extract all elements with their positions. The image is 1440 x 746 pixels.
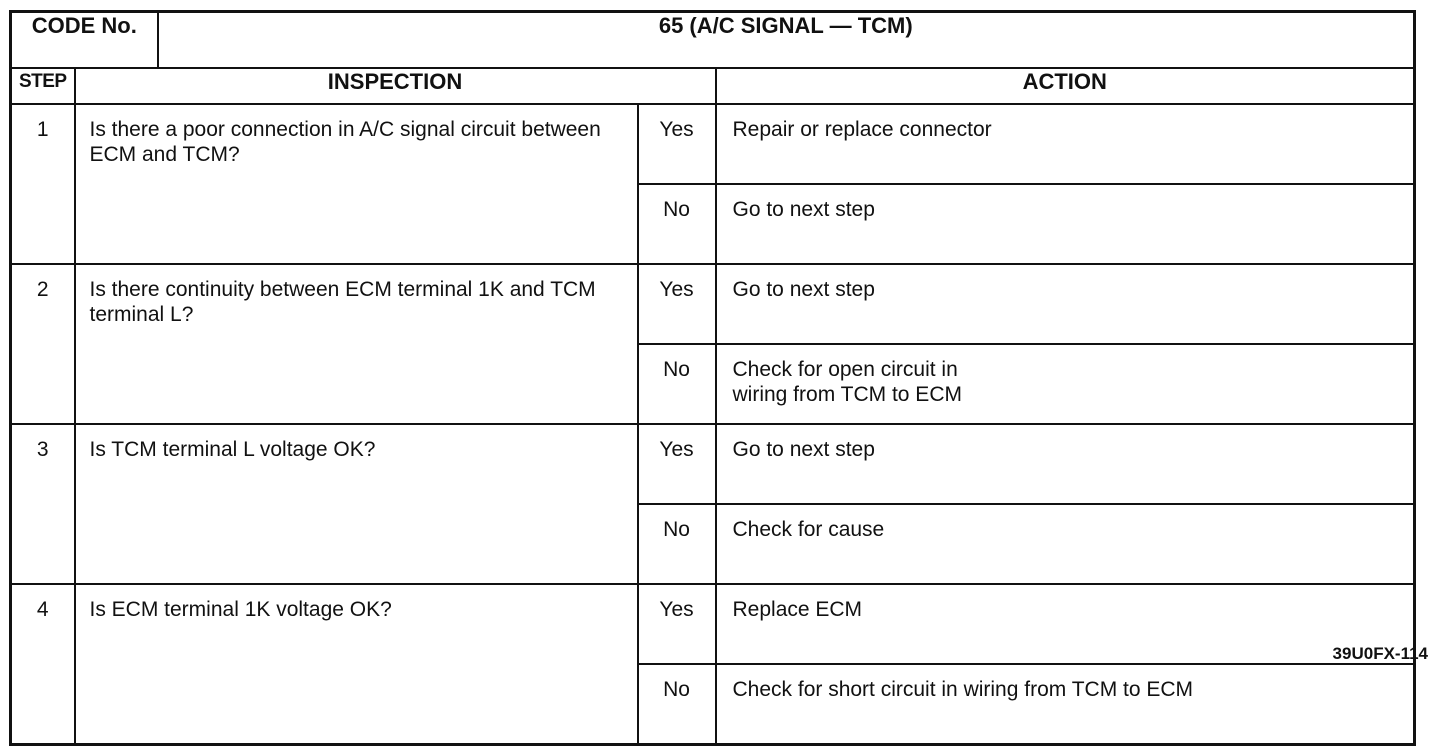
step-row-yes: 1 Is there a poor connection in A/C sign… — [9, 103, 1416, 265]
yes-action: Repair or replace connector — [714, 103, 1416, 185]
no-label: No — [636, 663, 717, 746]
inspection-text: Is TCM terminal L voltage OK? — [73, 423, 639, 585]
no-label: No — [636, 183, 717, 265]
inspection-text: Is there continuity between ECM terminal… — [73, 263, 639, 425]
step-row-no: No Check for open circuit in wiring from… — [11, 343, 1416, 425]
diagnostic-table: CODE No. 65 (A/C SIGNAL — TCM) STEP INSP… — [9, 10, 1417, 746]
step-number: 3 — [9, 423, 76, 585]
figure-id: 39U0FX-114 — [1332, 644, 1428, 663]
step-row-yes: 3 Is TCM terminal L voltage OK? Yes Go t… — [9, 423, 1416, 585]
column-header-row: STEP INSPECTION ACTION — [9, 67, 1416, 105]
yes-label: Yes — [636, 263, 717, 345]
step-row-yes: 2 Is there continuity between ECM termin… — [9, 263, 1416, 425]
yes-label: Yes — [636, 583, 717, 665]
no-action: Check for open circuit in wiring from TC… — [714, 343, 1416, 425]
action-column-header: ACTION — [714, 67, 1416, 105]
step-row-no: No Check for cause — [11, 503, 1416, 585]
yes-label: Yes — [636, 423, 717, 505]
no-label: No — [636, 343, 717, 425]
yes-action: Replace ECM — [714, 583, 1416, 665]
yes-action: Go to next step — [714, 263, 1416, 345]
yes-label: Yes — [636, 103, 717, 185]
code-no-label: CODE No. — [9, 10, 159, 69]
step-row-no: No Go to next step — [11, 183, 1416, 265]
step-number: 2 — [9, 263, 76, 425]
code-title: 65 (A/C SIGNAL — TCM) — [156, 10, 1416, 69]
code-header-row: CODE No. 65 (A/C SIGNAL — TCM) — [9, 10, 1416, 69]
inspection-text: Is there a poor connection in A/C signal… — [73, 103, 639, 265]
no-action: Check for short circuit in wiring from T… — [714, 663, 1416, 746]
step-column-header: STEP — [9, 67, 76, 105]
step-number: 4 — [9, 583, 76, 746]
inspection-column-header: INSPECTION — [73, 67, 717, 105]
no-action: Go to next step — [714, 183, 1416, 265]
yes-action: Go to next step — [714, 423, 1416, 505]
step-row-yes: 4 Is ECM terminal 1K voltage OK? Yes Rep… — [9, 583, 1416, 746]
no-action: Check for cause — [714, 503, 1416, 585]
inspection-text: Is ECM terminal 1K voltage OK? — [73, 583, 639, 746]
step-number: 1 — [9, 103, 76, 265]
no-label: No — [636, 503, 717, 585]
